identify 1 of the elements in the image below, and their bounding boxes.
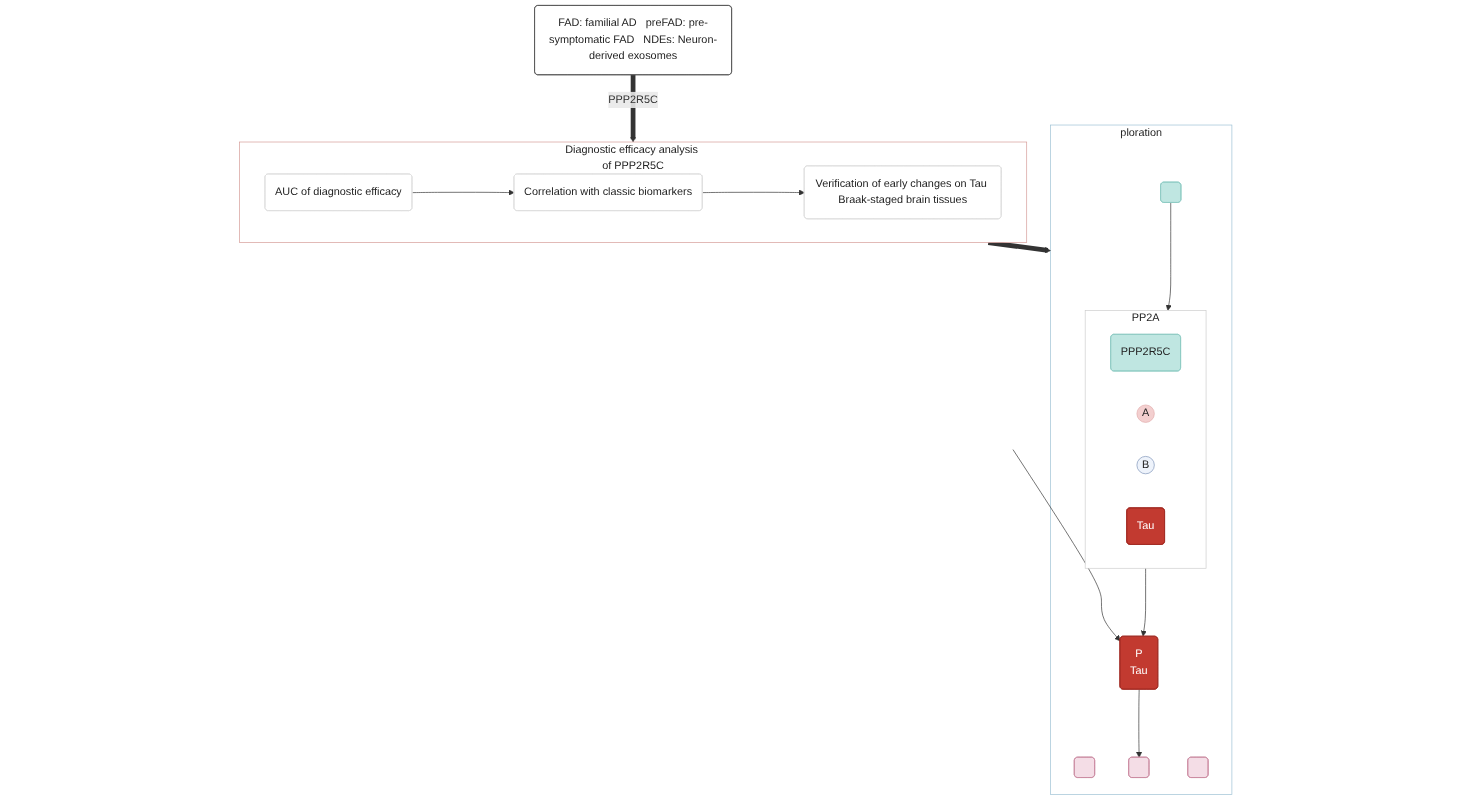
arrow [987, 240, 1051, 253]
